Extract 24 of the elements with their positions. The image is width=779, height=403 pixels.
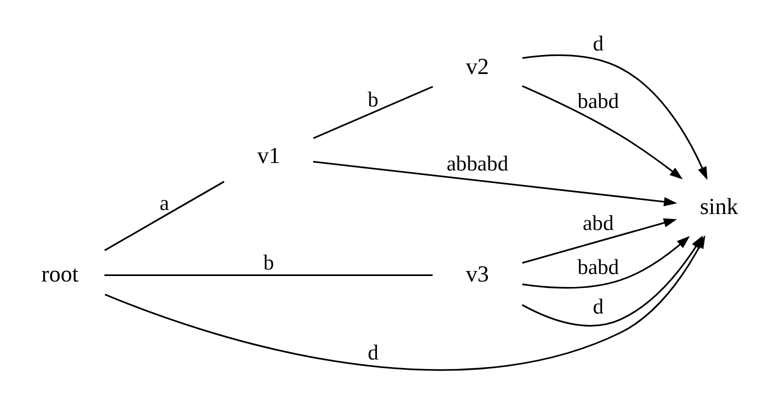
node-text: root	[41, 260, 79, 286]
arrow	[522, 218, 677, 264]
edge-label: abd	[582, 210, 614, 234]
arrow	[522, 54, 708, 180]
edge-label: babd	[577, 254, 619, 279]
edge-label: a	[160, 190, 170, 215]
edge-label: babd	[577, 88, 619, 113]
connector	[104, 274, 433, 276]
arrow	[522, 235, 690, 288]
node-text: sink	[700, 193, 738, 218]
connector	[104, 180, 224, 251]
edge-label: d	[592, 294, 604, 318]
node-text: v2	[466, 54, 489, 79]
arrow	[313, 160, 678, 206]
edge-label: b	[263, 250, 274, 274]
edge-label: d	[592, 31, 604, 56]
edge-label: abbabd	[446, 151, 508, 176]
edge-label: b	[368, 87, 378, 112]
node-text: v3	[466, 260, 489, 286]
connector	[313, 85, 434, 138]
arrow	[522, 234, 703, 326]
edge-label: d	[368, 340, 378, 364]
node-text: v1	[257, 142, 280, 168]
arrow	[522, 84, 683, 179]
